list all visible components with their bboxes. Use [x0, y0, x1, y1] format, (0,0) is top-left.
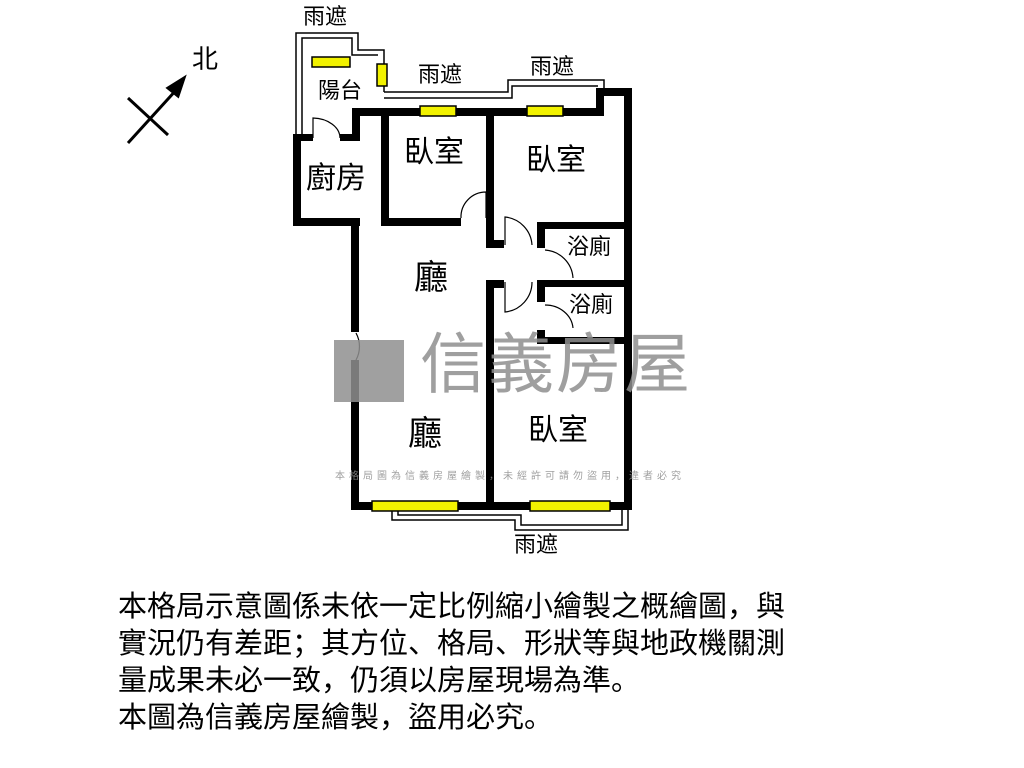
- note-line: 本格局示意圖係未依一定比例縮小繪製之概繪圖，與: [118, 589, 786, 623]
- label-canopy-top-right: 雨遮: [530, 55, 575, 80]
- label-balcony: 陽台: [318, 79, 363, 104]
- label-bathroom-2: 浴廁: [569, 293, 614, 318]
- watermark-subtitle: 本格局圖為信義房屋繪製，未經許可請勿盜用，違者必究: [335, 471, 685, 482]
- watermark-logo-icon: [334, 340, 404, 402]
- label-canopy-top-mid: 雨遮: [418, 63, 463, 88]
- label-living-2: 廳: [408, 414, 442, 454]
- compass-label: 北: [192, 45, 219, 75]
- label-bedroom-1: 臥室: [404, 135, 464, 170]
- windows: [311, 56, 611, 512]
- note-line: 本圖為信義房屋繪製，盜用必究。: [118, 700, 554, 734]
- label-kitchen: 廚房: [306, 161, 366, 196]
- label-bedroom-2: 臥室: [526, 143, 586, 178]
- label-bedroom-3: 臥室: [528, 413, 588, 448]
- note-line: 實況仍有差距；其方位、格局、形狀等與地政機關測: [118, 626, 786, 660]
- watermark-title: 信義房屋: [420, 326, 692, 403]
- walls: [293, 88, 632, 510]
- label-living-1: 廳: [414, 258, 448, 298]
- label-bathroom-1: 浴廁: [567, 235, 612, 260]
- label-canopy-bottom: 雨遮: [514, 533, 559, 558]
- compass-north-arrow-icon: [126, 74, 187, 145]
- label-canopy-top-left: 雨遮: [303, 5, 348, 30]
- note-line: 量成果未必一致，仍須以房屋現場為準。: [118, 663, 641, 697]
- disclaimer-note: 本格局示意圖係未依一定比例縮小繪製之概繪圖，與 實況仍有差距；其方位、格局、形狀…: [118, 588, 785, 736]
- canopy-outlines: [295, 32, 629, 531]
